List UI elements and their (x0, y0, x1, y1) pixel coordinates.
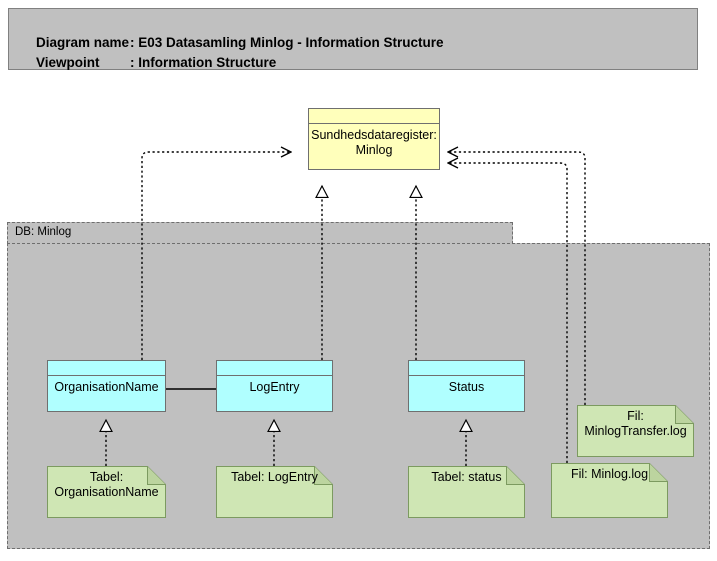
node-title-strip (309, 109, 439, 124)
node-label: OrganisationName (54, 380, 159, 394)
document-shape-icon (577, 405, 694, 457)
node-label: Tabel: LogEntry (231, 470, 318, 484)
node-system-sundhedsdataregister-minlog[interactable]: Sundhedsdataregister: Minlog (308, 108, 440, 170)
document-shape-icon (47, 466, 166, 518)
document-shape-icon (551, 463, 668, 518)
grouping-db-minlog-tab[interactable]: DB: Minlog (7, 222, 513, 244)
node-status[interactable]: Status (408, 360, 525, 412)
node-label: LogEntry (249, 380, 300, 394)
node-organisationname[interactable]: OrganisationName (47, 360, 166, 412)
node-label: Sundhedsdataregister: Minlog (311, 128, 437, 157)
grouping-label: DB: Minlog (15, 226, 72, 238)
node-tabel-status[interactable]: Tabel: status (408, 466, 525, 518)
viewpoint-label: Viewpoint (36, 55, 100, 70)
node-label: Tabel: OrganisationName (54, 470, 159, 499)
node-label: Tabel: status (431, 470, 502, 484)
document-shape-icon (216, 466, 333, 518)
node-tabel-logentry[interactable]: Tabel: LogEntry (216, 466, 333, 518)
node-logentry[interactable]: LogEntry (216, 360, 333, 412)
diagram-name-value: : E03 Datasamling Minlog - Information S… (130, 35, 444, 50)
diagram-name-line: Diagram name: E03 Datasamling Minlog - I… (21, 20, 444, 65)
viewpoint-value: : Information Structure (130, 55, 277, 70)
node-fil-minlog-log[interactable]: Fil: Minlog.log (551, 463, 668, 518)
viewpoint-line: Viewpoint : Information Structure (21, 40, 276, 85)
node-title-strip (48, 361, 165, 376)
node-body: Status (409, 376, 524, 411)
diagram-header-banner: Diagram name: E03 Datasamling Minlog - I… (8, 8, 698, 70)
node-fil-minlogtransfer-log[interactable]: Fil: MinlogTransfer.log (577, 405, 694, 457)
node-label: Fil: Minlog.log (570, 467, 649, 481)
diagram-name-label: Diagram name (36, 35, 130, 50)
node-body: Sundhedsdataregister: Minlog (309, 124, 439, 169)
node-label: Fil: MinlogTransfer.log (584, 409, 687, 438)
node-title-strip (217, 361, 332, 376)
node-body: OrganisationName (48, 376, 165, 411)
node-title-strip (409, 361, 524, 376)
node-tabel-organisationname[interactable]: Tabel: OrganisationName (47, 466, 166, 518)
document-shape-icon (408, 466, 525, 518)
node-body: LogEntry (217, 376, 332, 411)
node-label: Status (448, 380, 485, 394)
